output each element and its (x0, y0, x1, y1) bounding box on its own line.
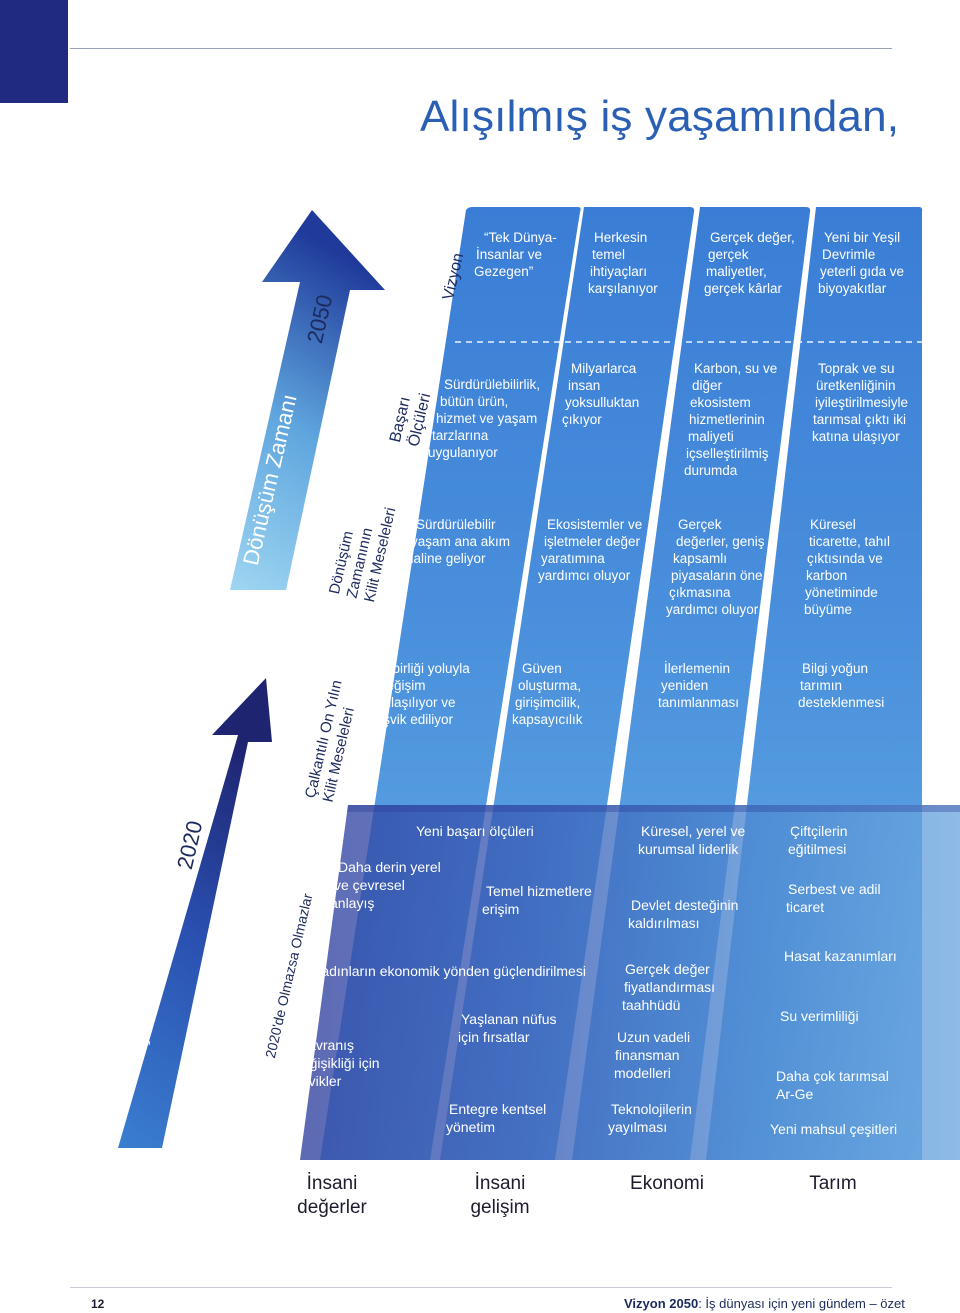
must-hasat: Hasat kazanımları (784, 948, 897, 964)
vision-cell-1: “Tek Dünya- İnsanlar ve Gezegen” (474, 230, 557, 279)
must-su: Su verimliliği (780, 1008, 859, 1024)
footer-brand: Vizyon 2050 (624, 1296, 699, 1311)
must-gercek-deger: Gerçek değer fiyatlandırması taahhüdü (622, 961, 716, 1013)
footer-title: Vizyon 2050: İş dünyası için yeni gündem… (624, 1296, 905, 1311)
metrics-cell-4: Toprak ve su üretkenliğinin iyileştirilm… (812, 361, 909, 444)
must-arge: Daha çok tarımsal Ar-Ge (776, 1068, 889, 1102)
turbulent-cell-3: İlerlemenin yeniden tanımlanması (658, 661, 740, 710)
turbulent-cell-1: İşbirliği yoluyla değişim anlaşılıyor ve… (372, 661, 470, 727)
must-serbest: Serbest ve adil ticaret (786, 881, 881, 915)
metrics-cell-1: Sürdürülebilirlik, bütün ürün, hizmet ve… (428, 377, 541, 460)
page-title: Alışılmış iş yaşamından, (420, 92, 900, 141)
must-entegre: Entegre kentsel yönetim (446, 1101, 547, 1135)
top-rule (70, 48, 892, 49)
must-yaslanan: Yaşlanan nüfus için fırsatlar (458, 1011, 557, 1045)
category-insani-degerler: İnsani değerler (297, 1173, 367, 1218)
transformation-cell-3: Gerçek değerler, geniş kapsamlı piyasala… (666, 517, 765, 617)
transformation-cell-2: Ekosistemler ve işletmeler değer yaratım… (538, 517, 643, 583)
vision-cell-2: Herkesin temel ihtiyaçları karşılanıyor (588, 230, 658, 296)
transformation-cell-1: Sürdürülebilir yaşam ana akım haline gel… (406, 517, 511, 566)
turbulent-cell-2: Güven oluşturma, girişimcilik, kapsayıcı… (512, 661, 583, 727)
must-teknoloji: Teknolojilerin yayılması (608, 1101, 692, 1135)
vision-cell-4: Yeni bir Yeşil Devrimle yeterli gıda ve … (818, 230, 905, 296)
category-tarim: Tarım (809, 1173, 857, 1194)
must-mahsul: Yeni mahsul çeşitleri (770, 1121, 898, 1137)
vision-cell-3: Gerçek değer, gerçek maliyetler, gerçek … (704, 230, 795, 296)
page-number: 12 (91, 1297, 105, 1311)
turbulent-cell-4: Bilgi yoğun tarımın desteklenmesi (798, 661, 885, 710)
must-kadinlar: Kadınların ekonomik yönden güçlendirilme… (312, 963, 586, 979)
footer-rule (70, 1287, 892, 1288)
must-temel-hizmet: Temel hizmetlere erişim (482, 883, 592, 917)
must-uzun-vadeli: Uzun vadeli finansman modelleri (614, 1029, 691, 1081)
corner-block (0, 0, 68, 103)
category-insani-gelisim: İnsani gelişim (470, 1173, 530, 1218)
must-yeni-basari: Yeni başarı ölçüleri (416, 823, 534, 839)
must-devlet: Devlet desteğinin kaldırılması (628, 897, 739, 931)
category-ekonomi: Ekonomi (630, 1173, 704, 1194)
metrics-cell-2: Milyarlarca insan yoksulluktan çıkıyor (562, 361, 640, 427)
footer-subtitle: : İş dünyası için yeni gündem – özet (698, 1296, 905, 1311)
transformation-cell-4: Küresel ticarette, tahıl çıktısında ve k… (804, 517, 891, 617)
must-daha-derin: Daha derin yerel ve çevresel anlayış (330, 859, 441, 911)
metrics-cell-3: Karbon, su ve diğer ekosistem hizmetleri… (684, 361, 778, 478)
must-kuresel: Küresel, yerel ve kurumsal liderlik (638, 823, 746, 857)
must-davranis: Davranış değişikliği için teşvikler (290, 1037, 380, 1089)
must-ciftci: Çiftçilerin eğitilmesi (788, 823, 848, 857)
